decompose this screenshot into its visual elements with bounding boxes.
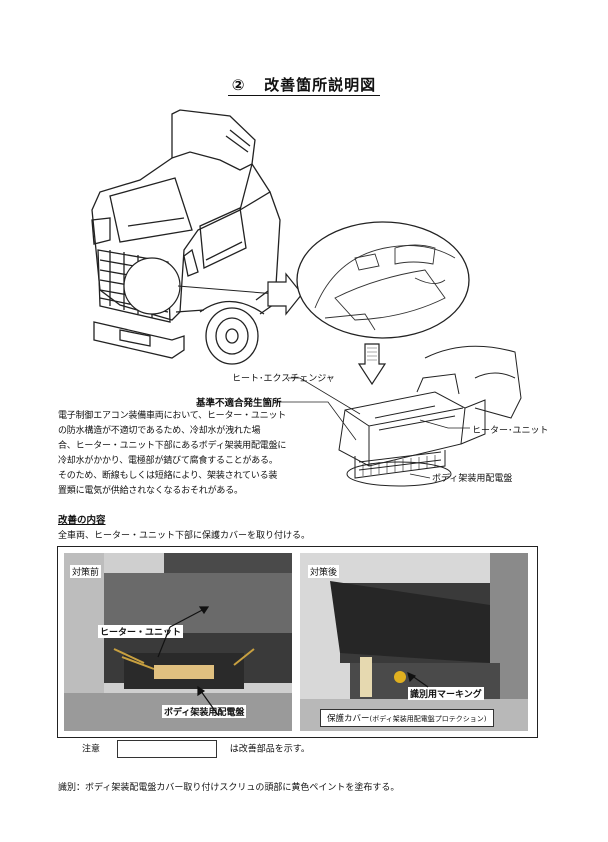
note-legend-box [116,740,217,758]
photo-after: 対策後 識別用マーキング 保護カバー(ボディ架装用配電盤プロテクション) [300,553,528,731]
label-heater-unit: ヒーター･ユニット [472,426,549,436]
improvement-text: 全車両、ヒーター・ユニット下部に保護カバーを取り付ける。 [58,531,311,541]
photo-before-label: 対策前 [70,565,102,578]
down-arrow-icon [357,343,387,386]
photo-after-marking: 識別用マーキング [408,687,484,700]
note-row: 注意 は改善部品を示す。 [82,740,310,758]
note-label: 注意 [82,744,101,755]
photo-before-heater-unit: ヒーター・ユニット [98,625,184,638]
description-paragraph: 電子制御エアコン装備車両において、ヒーター・ユニット の防水構造が不適切であるた… [58,409,316,499]
label-body-panel: ボディ架装用配電盤 [432,474,513,484]
photo-after-label: 対策後 [308,565,340,578]
description-line: 置類に電気が供給されなくなるおそれがある。 [58,486,243,496]
page-title: ② 改善箇所説明図 [0,74,608,96]
photo-before-body-panel: ボディ架装用配電盤 [162,705,247,718]
identification-text: 識別：ボディ架装配電盤カバー取り付けスクリュの頭部に黄色ペイントを塗布する。 [58,783,400,793]
description-line: そのため、断線もしくは短絡により、架装されている装 [58,471,278,481]
photo-frame: 対策前 ヒーター・ユニット ボディ架装用配電盤 対策後 識別用マーキング 保護カ… [57,546,538,738]
title-number: ② [231,76,246,94]
zoom-bubble [296,221,470,339]
improvement-heading: 改善の内容 [58,515,106,526]
label-heat-exchanger: ヒート･エクスチェンジャ [232,374,335,384]
description-line: 合、ヒーター・ユニット下部にあるボディ架装用配電盤に [58,441,287,451]
photo-before: 対策前 ヒーター・ユニット ボディ架装用配電盤 [64,553,292,731]
heater-unit-sketch [338,345,522,487]
photo-arrows [157,606,429,716]
photo-after-cover-main: 保護カバー [327,714,370,724]
truck-illustration [91,109,303,365]
description-line: の防水構造が不適切であるため、冷却水が洩れた場 [58,426,261,436]
title-text: 改善箇所説明図 [264,76,377,94]
photo-after-cover-sub: (ボディ架装用配電盤プロテクション) [369,715,487,723]
photo-before-image [64,553,292,731]
description-line: 電子制御エアコン装備車両において、ヒーター・ユニット [58,411,287,421]
description-line: 冷却水がかかり、電極部が錆びて腐食することがある。 [58,456,278,466]
photo-after-cover-label: 保護カバー(ボディ架装用配電盤プロテクション) [320,709,494,727]
note-text: は改善部品を示す。 [229,744,310,755]
label-nonconformance: 基準不適合発生箇所 [196,398,282,409]
